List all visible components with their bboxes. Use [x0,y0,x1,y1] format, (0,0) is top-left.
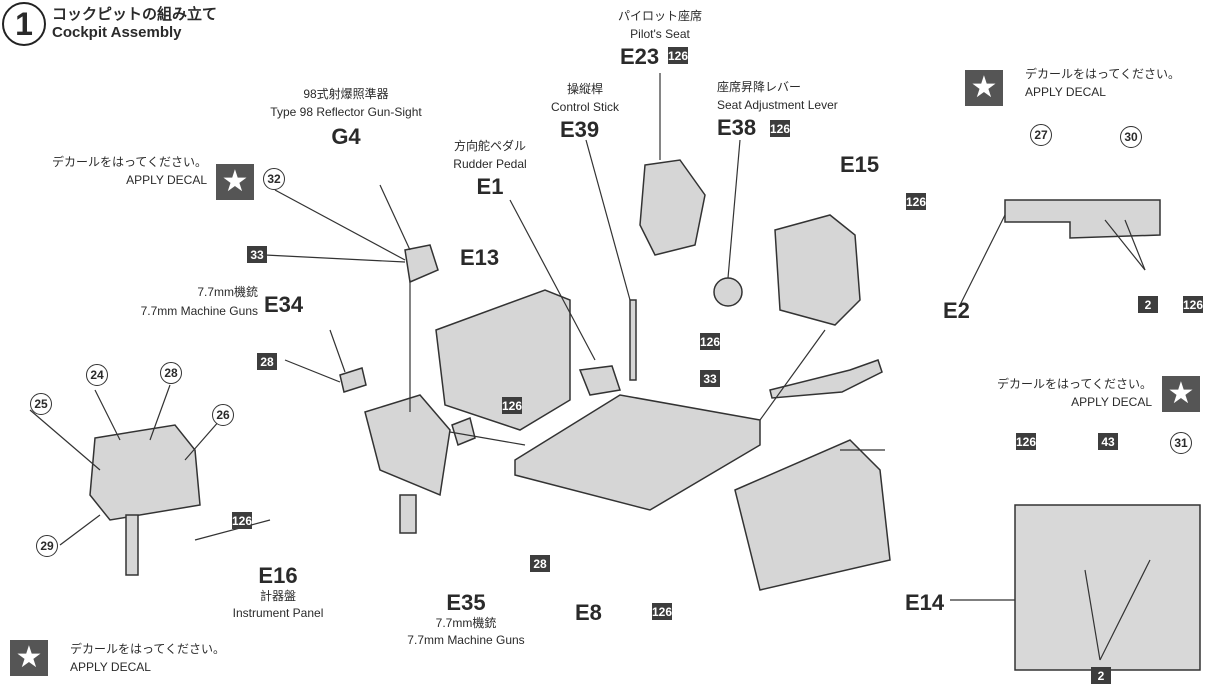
paint-33-pedal: 33 [700,370,720,387]
e38-label-en: Seat Adjustment Lever [717,98,838,112]
g4-gunsight [404,244,439,284]
e15-bulkhead [774,214,861,326]
e39-label-jp: 操縦桿 [566,82,604,96]
e39-stick [629,299,637,381]
e14-rear-panel [734,439,891,591]
paint-2-top: 2 [1138,296,1158,313]
step-title-jp: コックピットの組み立て [52,6,218,23]
step-number-badge: 1 [2,2,46,46]
paint-33-g4: 33 [247,246,267,263]
panel-stem [125,514,139,576]
decal-note-right-jp: デカールをはってください。 [996,377,1152,391]
detail-panel-bottom [1014,504,1201,671]
e35-gun [451,416,476,447]
decal-30: 30 [1120,126,1142,148]
e8-code: E8 [575,600,602,625]
e16-mount [364,394,451,497]
decal-27: 27 [1030,124,1052,146]
decal-29: 29 [36,535,58,557]
paint-126-panel: 126 [231,512,253,529]
detail-panel-top [1004,199,1161,239]
e13-side-panel [435,289,571,431]
paint-126-pedal: 126 [501,397,523,414]
star-decal-icon: ★ [965,70,1003,106]
star-decal-icon: ★ [1162,376,1200,412]
decal-note-bottom-en: APPLY DECAL [70,660,151,674]
decal-note-topright-en: APPLY DECAL [1025,85,1106,99]
paint-126-e15: 126 [905,193,927,210]
decal-28: 28 [160,362,182,384]
paint-28-e35: 28 [530,555,550,572]
e1-code: E1 [476,174,504,199]
paint-28-e34: 28 [257,353,277,370]
e34-code: E34 [264,292,304,317]
g4-code: G4 [331,124,361,149]
e35-label-jp: 7.7mm機銃 [435,616,497,630]
e35-label-en: 7.7mm Machine Guns [407,633,525,647]
e38-lever [713,277,743,307]
e16-box [399,494,417,534]
e13-code: E13 [460,245,500,270]
e34-label-en: 7.7mm Machine Guns [140,304,258,318]
paint-126-top: 126 [1182,296,1204,313]
paint-126-right: 126 [1015,433,1037,450]
paint-126-stick: 126 [699,333,721,350]
e1-pedals [578,365,621,396]
instrument-panel-detail [89,424,201,521]
star-decal-icon: ★ [10,640,48,676]
decal-note-left-jp: デカールをはってください。 [51,155,207,169]
e23-seat [639,159,706,256]
e2-lever [769,359,883,399]
g4-label-jp: 98式射爆照準器 [303,87,389,101]
paint-43-right: 43 [1098,433,1118,450]
e16-label-jp: 計器盤 [259,589,297,603]
decal-24: 24 [86,364,108,386]
star-decal-icon: ★ [216,164,254,200]
e23-label-jp: パイロット座席 [617,9,703,23]
e23-code: E23 [620,44,660,69]
paint-126-floor: 126 [651,603,673,620]
e39-label-en: Control Stick [550,100,620,114]
step-title-en: Cockpit Assembly [52,24,182,41]
decal-note-bottom-jp: デカールをはってください。 [70,642,226,656]
paint-2-bottom: 2 [1091,667,1111,684]
paint-126-e38: 126 [769,120,791,137]
decal-25: 25 [30,393,52,415]
e38-code: E38 [717,115,757,140]
decal-32: 32 [263,168,285,190]
paint-126-e23: 126 [667,47,689,64]
decal-note-right-en: APPLY DECAL [1071,395,1152,409]
e8-floor [514,394,761,511]
decal-26: 26 [212,404,234,426]
e16-label-en: Instrument Panel [232,606,324,620]
e14-code: E14 [905,590,945,615]
e15-code: E15 [840,152,880,177]
e16-code: E16 [258,563,298,588]
e34-label-jp: 7.7mm機銃 [197,285,258,299]
e39-code: E39 [560,117,600,142]
e1-label-jp: 方向舵ペダル [453,139,527,153]
decal-note-left-en: APPLY DECAL [126,173,207,187]
e34-gun [339,367,367,393]
e23-label-en: Pilot's Seat [630,27,690,41]
e2-code: E2 [943,298,970,323]
decal-31: 31 [1170,432,1192,454]
decal-note-topright-jp: デカールをはってください。 [1025,67,1181,81]
g4-label-en: Type 98 Reflector Gun-Sight [270,105,422,119]
e38-label-jp: 座席昇降レバー [717,80,802,94]
e1-label-en: Rudder Pedal [453,157,527,171]
e35-code: E35 [446,590,486,615]
